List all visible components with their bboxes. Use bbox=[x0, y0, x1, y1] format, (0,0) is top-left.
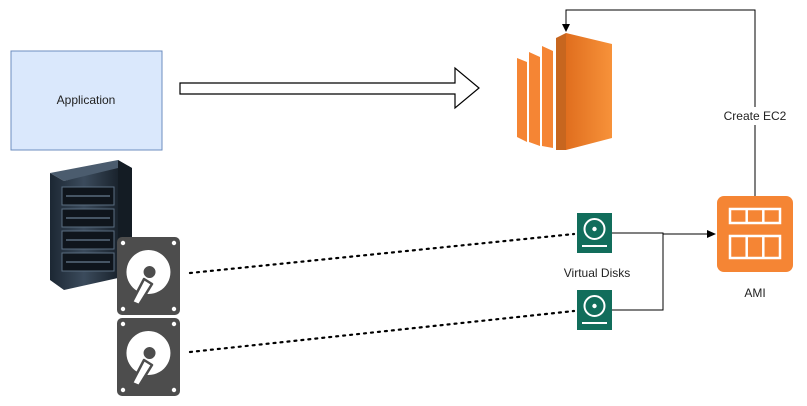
vdisk-to-ami-connectors[interactable] bbox=[612, 230, 716, 311]
hard-disk-icon[interactable] bbox=[117, 318, 180, 396]
application-node[interactable]: Application bbox=[10, 50, 163, 151]
aws-ec2-instance-icon[interactable] bbox=[517, 33, 612, 150]
application-to-ec2-arrow[interactable] bbox=[179, 66, 480, 110]
virtual-disks-label: Virtual Disks bbox=[564, 266, 630, 280]
ami-label: AMI bbox=[744, 286, 765, 300]
create-ec2-label: Create EC2 bbox=[724, 109, 787, 123]
aws-ami-icon[interactable] bbox=[717, 196, 793, 272]
create-ec2-edge[interactable] bbox=[562, 9, 756, 196]
virtual-disk-icon[interactable] bbox=[577, 290, 612, 330]
application-label: Application bbox=[57, 93, 116, 107]
hard-disk-icon[interactable] bbox=[117, 237, 180, 315]
hdd-to-vdisk-link[interactable] bbox=[188, 232, 576, 275]
create-ec2-label-bg bbox=[717, 107, 793, 125]
hdd-to-vdisk-link[interactable] bbox=[188, 309, 576, 354]
virtual-disk-icon[interactable] bbox=[577, 213, 612, 253]
